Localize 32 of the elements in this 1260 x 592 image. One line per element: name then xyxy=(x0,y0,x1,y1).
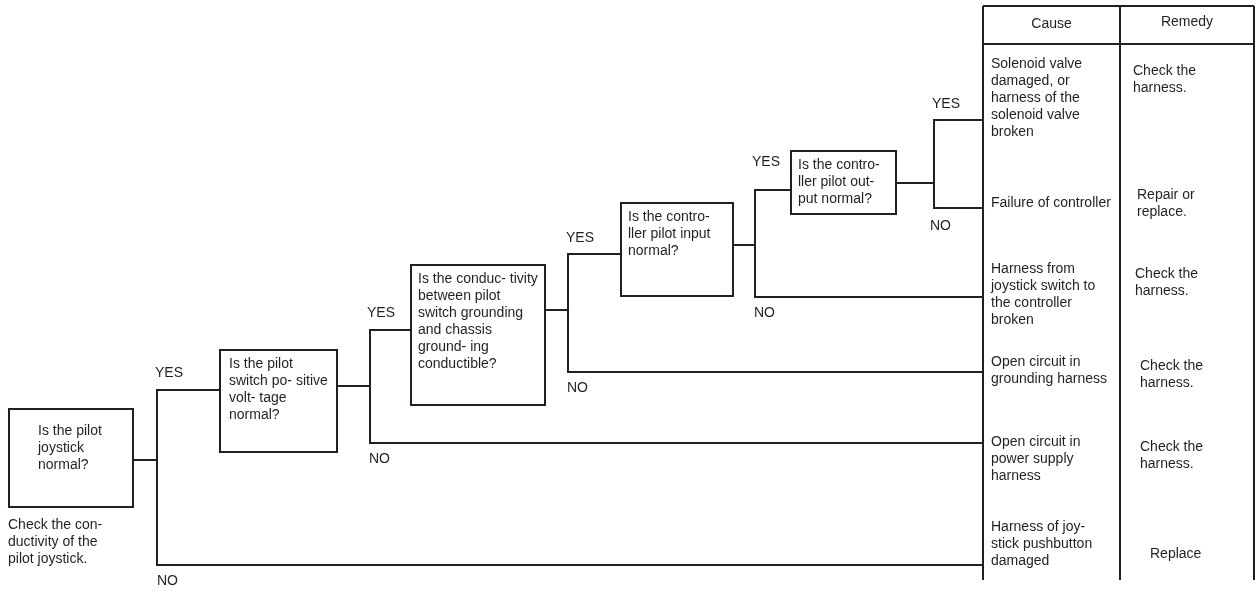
edge-label: YES xyxy=(932,95,960,112)
remedy-text: Check the harness. xyxy=(1140,438,1205,472)
table-header: Remedy xyxy=(1159,13,1215,30)
remedy-text: Replace xyxy=(1150,545,1203,562)
edge-label: YES xyxy=(155,364,183,381)
cause-text: Harness of joy- stick pushbutton damaged xyxy=(984,518,1120,590)
table-header: Cause xyxy=(1030,15,1073,32)
edge-label: NO xyxy=(157,572,178,589)
remedy-text: Repair or replace. xyxy=(1137,186,1196,220)
remedy-text: Check the harness. xyxy=(1133,62,1198,96)
edge-label: YES xyxy=(566,229,594,246)
note-text: Check the con- ductivity of the pilot joystick. xyxy=(8,516,104,567)
cause-text: Harness from joystick switch to the controller broken xyxy=(984,260,1120,340)
edge-label: YES xyxy=(752,153,780,170)
decision-box: Is the contro- ller pilot out- put normal? xyxy=(790,150,897,215)
decision-box: Is the pilot joystick normal? xyxy=(8,408,134,508)
edge-label: NO xyxy=(369,450,390,467)
remedy-text: Check the harness. xyxy=(1135,265,1200,299)
edge-label: NO xyxy=(567,379,588,396)
connector-line xyxy=(733,244,985,298)
cause-text: Open circuit in grounding harness xyxy=(984,353,1120,415)
cause-text: Open circuit in power supply harness xyxy=(984,433,1120,495)
edge-label: NO xyxy=(930,217,951,234)
decision-box: Is the pilot switch po- sitive volt- tage normal? xyxy=(219,349,338,453)
connector-line xyxy=(896,182,985,209)
remedy-text: Check the harness. xyxy=(1140,357,1205,391)
decision-box: Is the conduc- tivity between pilot switch grounding and chassis ground- ing conductible? xyxy=(410,264,546,406)
edge-label: YES xyxy=(367,304,395,321)
cause-text: Solenoid valve damaged, or harness of the solenoid valve broken xyxy=(984,55,1120,165)
cause-text: Failure of controller xyxy=(984,194,1120,236)
edge-label: NO xyxy=(754,304,775,321)
decision-box: Is the contro- ller pilot input normal? xyxy=(620,202,734,297)
